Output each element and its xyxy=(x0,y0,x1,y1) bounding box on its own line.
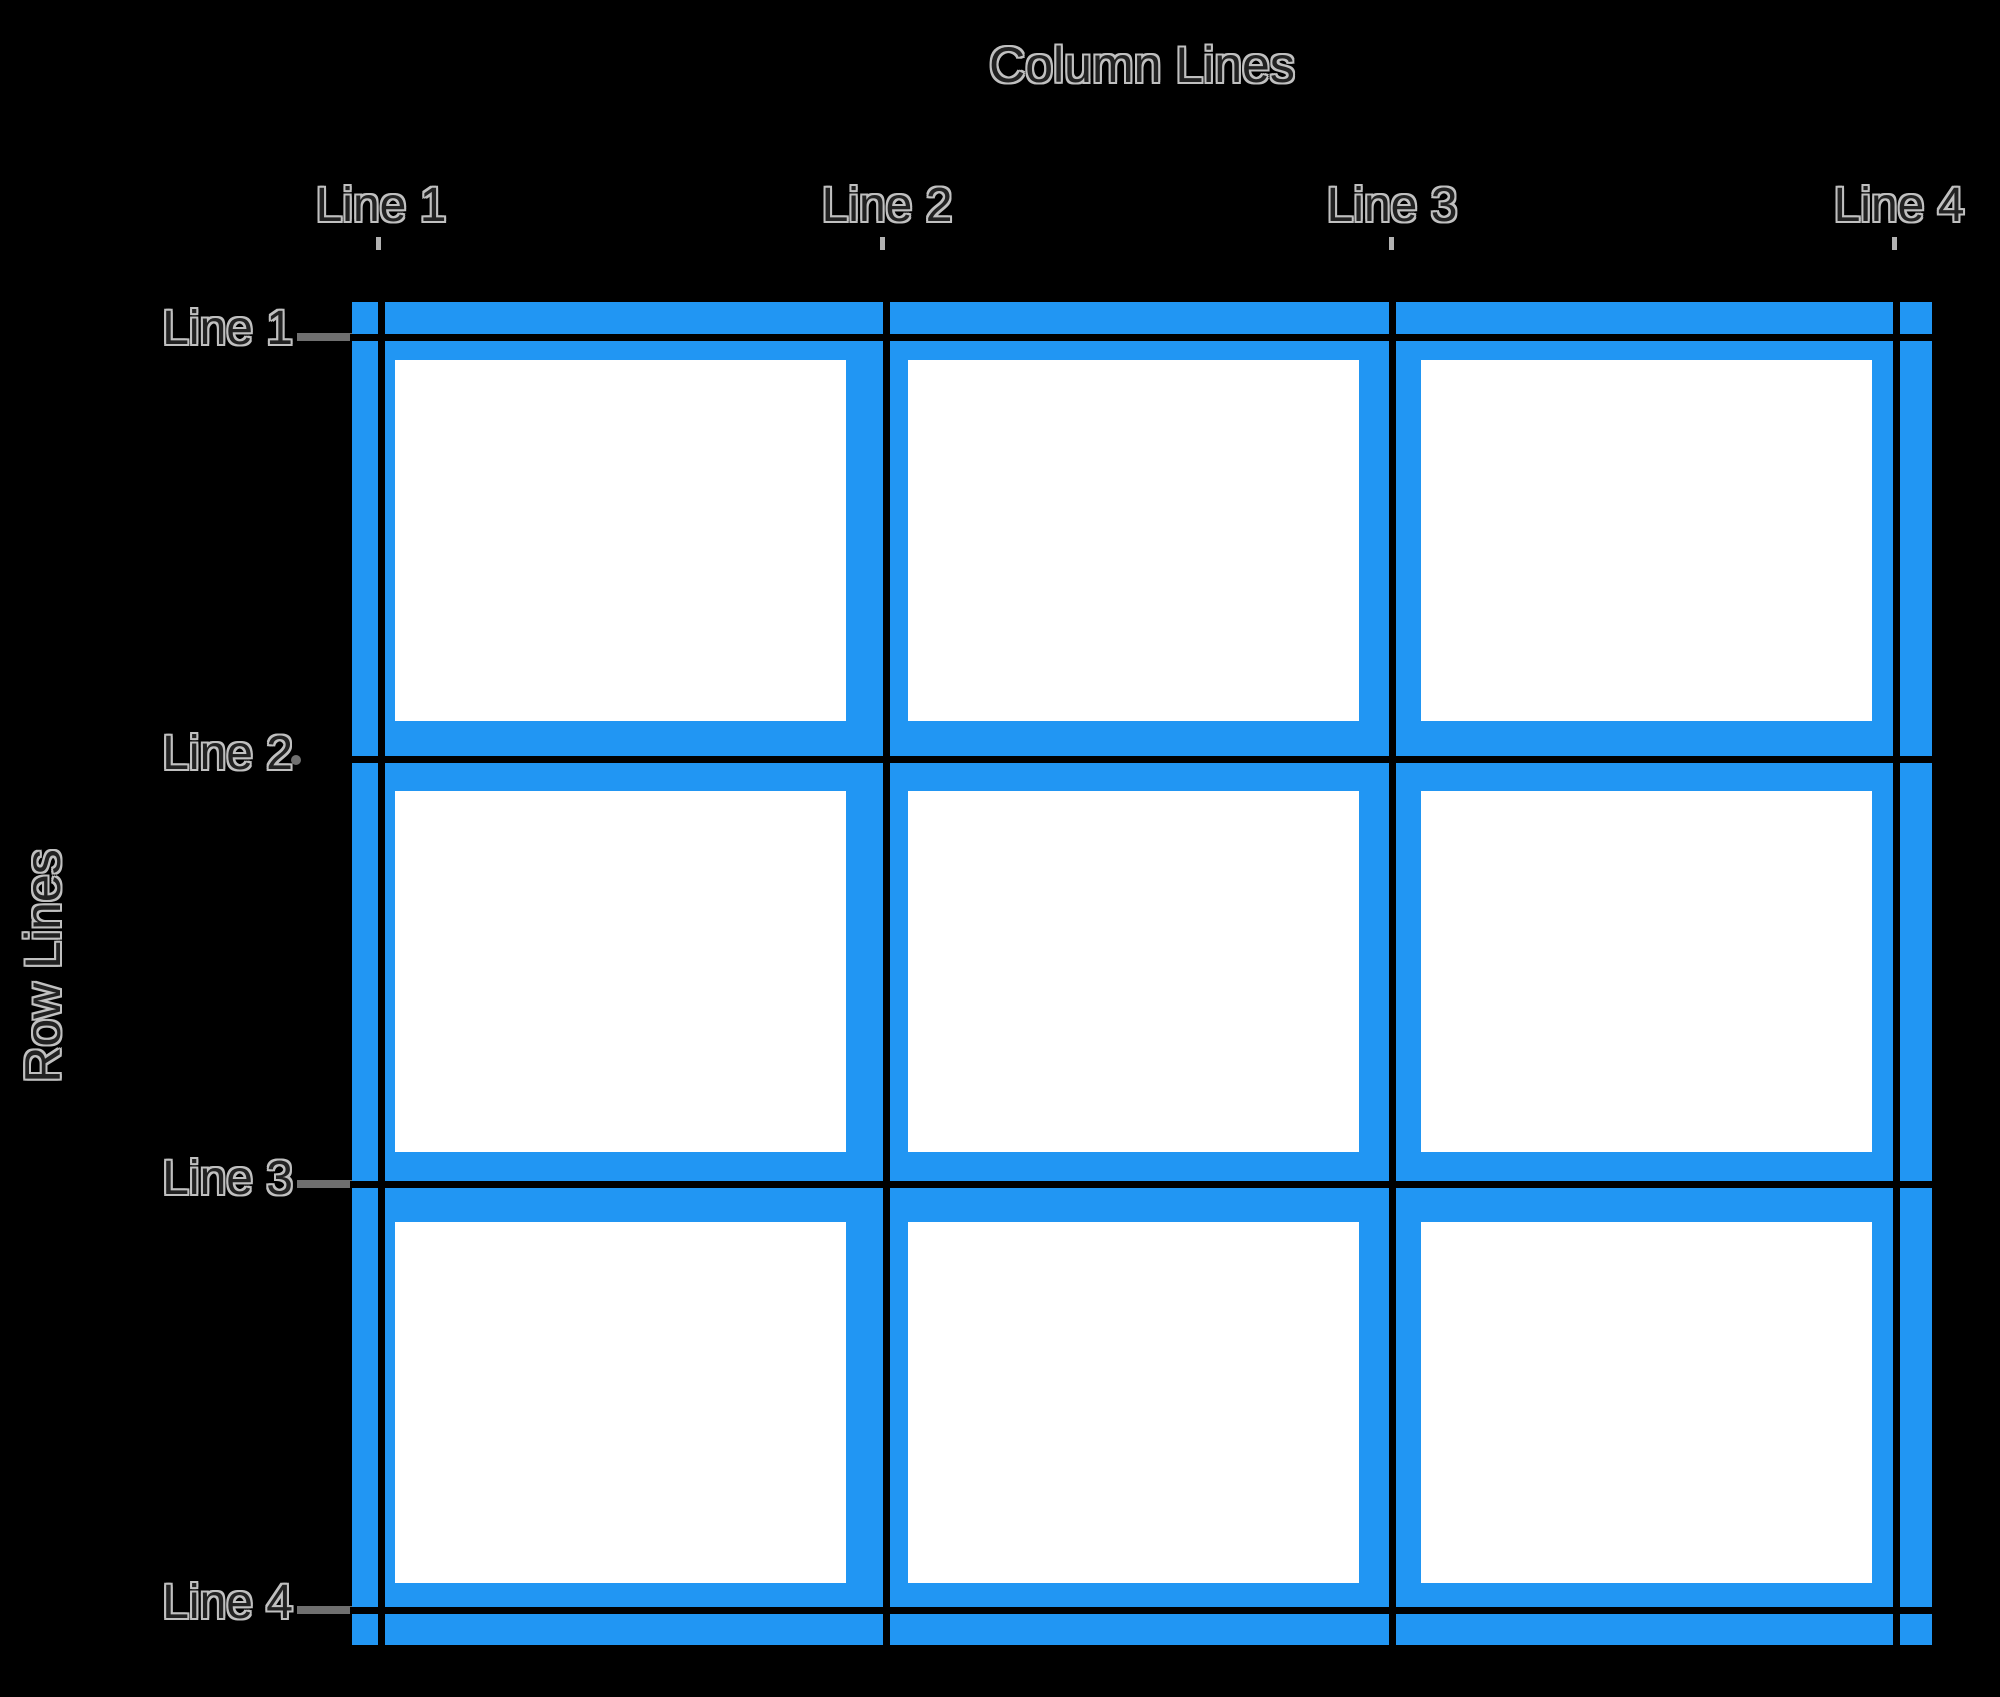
column-line-2-label: Line 2 xyxy=(821,179,953,232)
row-line-2 xyxy=(350,756,1938,763)
column-lines-title: Column Lines xyxy=(989,37,1295,93)
grid-cell xyxy=(395,791,846,1152)
grid-cell xyxy=(908,360,1359,721)
column-line-1-label: Line 1 xyxy=(315,179,447,232)
row-line-1 xyxy=(350,334,1938,341)
row-line-3-label: Line 3 xyxy=(162,1152,293,1205)
column-line-2 xyxy=(883,300,890,1652)
grid-cell xyxy=(1421,791,1872,1152)
row-line-4-leader xyxy=(297,1606,354,1614)
column-line-1 xyxy=(378,300,385,1652)
row-line-4 xyxy=(350,1607,1938,1614)
column-line-1-tick xyxy=(376,237,381,250)
row-line-2-label: Line 2 xyxy=(162,727,293,780)
column-line-3 xyxy=(1389,300,1396,1652)
column-line-4-label: Line 4 xyxy=(1833,179,1965,232)
row-line-3 xyxy=(350,1181,1938,1188)
grid-cell xyxy=(395,360,846,721)
grid-cell xyxy=(908,1222,1359,1583)
grid-cell xyxy=(908,791,1359,1152)
row-line-3-leader xyxy=(297,1180,354,1188)
grid-cell xyxy=(1421,360,1872,721)
row-line-2-leader-dot xyxy=(291,755,301,765)
column-line-4 xyxy=(1893,300,1900,1652)
row-line-1-label: Line 1 xyxy=(162,302,293,355)
column-line-2-tick xyxy=(880,237,885,250)
column-line-3-label: Line 3 xyxy=(1326,179,1458,232)
row-line-4-label: Line 4 xyxy=(162,1576,293,1629)
column-line-4-tick xyxy=(1892,237,1897,250)
grid-container xyxy=(352,302,1932,1645)
column-line-3-tick xyxy=(1389,237,1394,250)
grid-cell xyxy=(395,1222,846,1583)
row-line-1-leader xyxy=(297,333,354,341)
row-lines-title: Row Lines xyxy=(15,849,71,1083)
grid-cell xyxy=(1421,1222,1872,1583)
